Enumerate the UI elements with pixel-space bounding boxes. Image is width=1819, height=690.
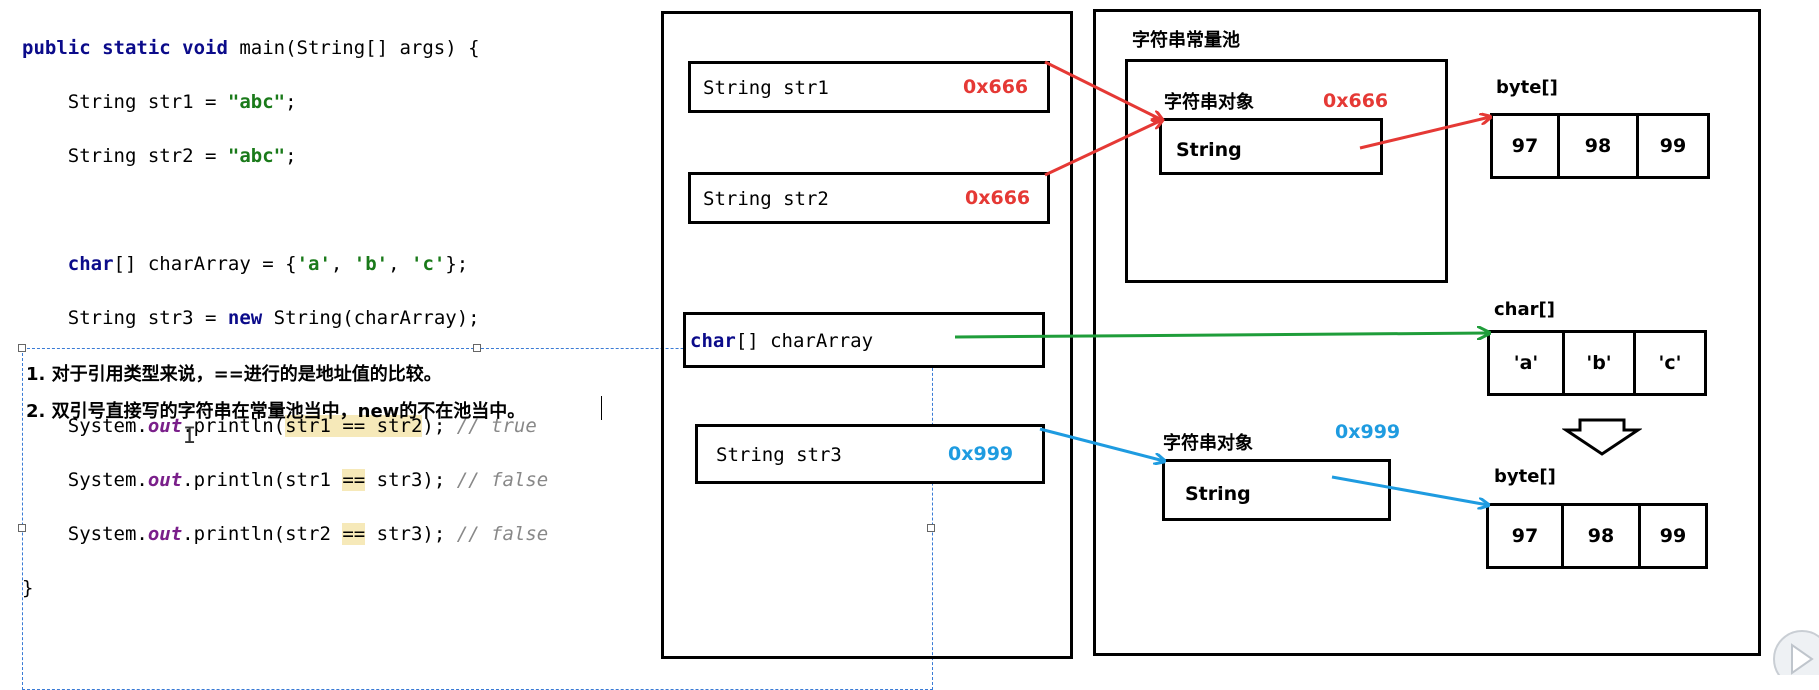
reference-arrows <box>954 60 1819 675</box>
resize-handle-tl[interactable] <box>18 344 26 352</box>
code-line-2: String str1 = "abc"; <box>22 91 297 113</box>
char-array-cell: 'a' <box>1487 330 1565 396</box>
heap-string-object-title: 字符串对象 <box>1163 433 1253 454</box>
stack-var-str3: String str3 0x999 <box>695 424 1045 484</box>
byte-array-2-title: byte[] <box>1494 466 1556 487</box>
arrow-str2-to-pool <box>1044 120 1162 177</box>
text-caret <box>601 396 602 420</box>
arrow-chararray-to-chars <box>954 333 1489 337</box>
char-array-cell: 'b' <box>1562 330 1636 396</box>
pool-string-object-box: String <box>1159 118 1383 175</box>
byte-array-2-cell: 97 <box>1486 503 1564 569</box>
heap-panel <box>1093 9 1761 656</box>
stack-var-chararray: char[] charArray <box>683 312 1045 368</box>
heap-string-object-box: String <box>1162 459 1391 521</box>
ibeam-cursor-icon: I <box>183 424 197 449</box>
stack-var-str1: String str1 0x666 <box>688 61 1050 113</box>
resize-handle-ml[interactable] <box>18 524 26 532</box>
char-array-cell: 'c' <box>1633 330 1707 396</box>
pool-string-object-title: 字符串对象 <box>1164 92 1254 113</box>
code-line-4: char[] charArray = {'a', 'b', 'c'}; <box>67 253 469 275</box>
byte-array-1-title: byte[] <box>1496 77 1558 98</box>
heap-object-address: 0x999 <box>1335 421 1401 443</box>
byte-array-1-cell: 99 <box>1636 113 1710 179</box>
code-line-1: public static void main(String[] args) { <box>22 37 480 59</box>
byte-array-2-cell: 99 <box>1638 503 1708 569</box>
arrow-pool-to-bytes <box>1359 117 1490 150</box>
stack-var-str2: String str2 0x666 <box>688 172 1050 224</box>
note-2: 2. 双引号直接写的字符串在常量池当中，new的不在池当中。 <box>26 401 526 422</box>
code-line-3: String str2 = "abc"; <box>22 145 297 167</box>
char-array: 'a' 'b' 'c' <box>1487 330 1707 396</box>
string-pool-title: 字符串常量池 <box>1132 30 1240 51</box>
resize-handle-tm[interactable] <box>473 344 481 352</box>
down-arrow-icon <box>1562 418 1642 456</box>
play-button-icon[interactable] <box>1770 625 1819 675</box>
byte-array-2: 97 98 99 <box>1486 503 1708 569</box>
code-block: public static void main(String[] args) {… <box>22 8 548 629</box>
code-line-9: } <box>22 577 34 599</box>
code-line-8: System.out.println(str2 == str3); // fal… <box>22 523 549 545</box>
arrow-str3-to-object <box>1039 427 1164 461</box>
byte-array-1: 97 98 99 <box>1490 113 1710 179</box>
char-array-title: char[] <box>1494 299 1555 320</box>
arrow-str1-to-pool <box>1044 60 1162 120</box>
arrow-object-to-bytes <box>1331 475 1488 505</box>
code-line-6: System.out.println(str1 == str2); // tru… <box>22 415 537 437</box>
resize-handle-mr[interactable] <box>927 524 935 532</box>
code-line-5: String str3 = new String(charArray); <box>22 307 480 329</box>
pool-object-address: 0x666 <box>1323 90 1389 112</box>
byte-array-2-cell: 98 <box>1561 503 1641 569</box>
note-1: 1. 对于引用类型来说，==进行的是地址值的比较。 <box>26 364 442 385</box>
code-line-7: System.out.println(str1 == str3); // fal… <box>22 469 549 491</box>
